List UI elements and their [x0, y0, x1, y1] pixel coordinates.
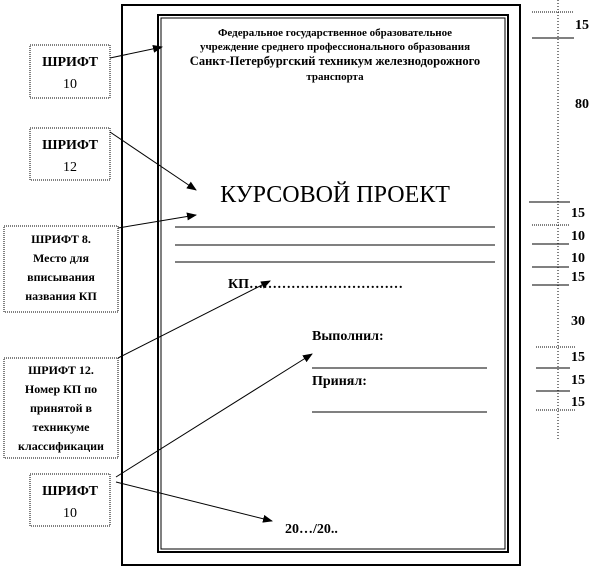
- ruler-label: 15: [571, 373, 585, 388]
- callout-text: 10: [63, 506, 77, 521]
- arrow: [117, 212, 197, 229]
- arrow: [109, 44, 163, 59]
- inner-frame: [157, 14, 509, 553]
- project-title: КУРСОВОЙ ПРОЕКТ: [220, 182, 450, 208]
- callout-box: [3, 357, 119, 459]
- ruler-label: 15: [571, 350, 585, 365]
- ruler-label: 30: [571, 314, 585, 329]
- callout-text: 10: [63, 77, 77, 92]
- arrow: [117, 280, 271, 359]
- callout-text: классификации: [18, 439, 104, 453]
- ruler-label: 15: [571, 395, 585, 410]
- callout-text: ШРИФТ 12.: [28, 363, 94, 377]
- kp-number: КП……………………………: [228, 277, 403, 292]
- callout-text: Номер КП по: [25, 382, 97, 396]
- callout-text: Место для: [33, 251, 90, 265]
- arrow: [115, 481, 273, 523]
- callout-text: техникуме: [33, 420, 91, 434]
- callout-box: [3, 225, 119, 313]
- callout-text: принятой в: [30, 401, 93, 415]
- callout-box: [29, 127, 111, 181]
- ruler-label: 80: [575, 97, 589, 112]
- ruler-label: 15: [571, 270, 585, 285]
- callout-text: названия КП: [25, 289, 97, 303]
- callout-text: ШРИФТ 8.: [31, 232, 91, 246]
- ruler-label: 10: [571, 251, 585, 266]
- margin-ruler: 15 80 15 10 10 15 30 15 15 15: [529, 0, 589, 440]
- outer-page-frame: [121, 4, 521, 566]
- callout-text: ШРИФТ: [42, 484, 98, 499]
- academic-year: 20…/20..: [285, 522, 338, 537]
- callout-box: [29, 473, 111, 527]
- accepted-label: Принял:: [312, 374, 367, 389]
- callout-text: ШРИФТ: [42, 138, 98, 153]
- arrow: [115, 353, 313, 478]
- header-line: учреждение среднего профессионального об…: [200, 41, 470, 53]
- ruler-label: 10: [571, 229, 585, 244]
- header-line: транспорта: [306, 71, 364, 83]
- callout-text: ШРИФТ: [42, 55, 98, 70]
- institution-header: Федеральное государственное образователь…: [190, 27, 480, 83]
- header-line: Федеральное государственное образователь…: [218, 27, 452, 39]
- inner-frame-double: [160, 17, 506, 550]
- callout-text: 12: [63, 160, 77, 175]
- ruler-label: 15: [571, 206, 585, 221]
- arrow: [109, 131, 197, 191]
- callout-text: вписывания: [27, 270, 95, 284]
- callout-box: [29, 44, 111, 99]
- performed-label: Выполнил:: [312, 329, 384, 344]
- header-line: Санкт-Петербургский техникум железнодоро…: [190, 54, 480, 68]
- ruler-label: 15: [575, 18, 589, 33]
